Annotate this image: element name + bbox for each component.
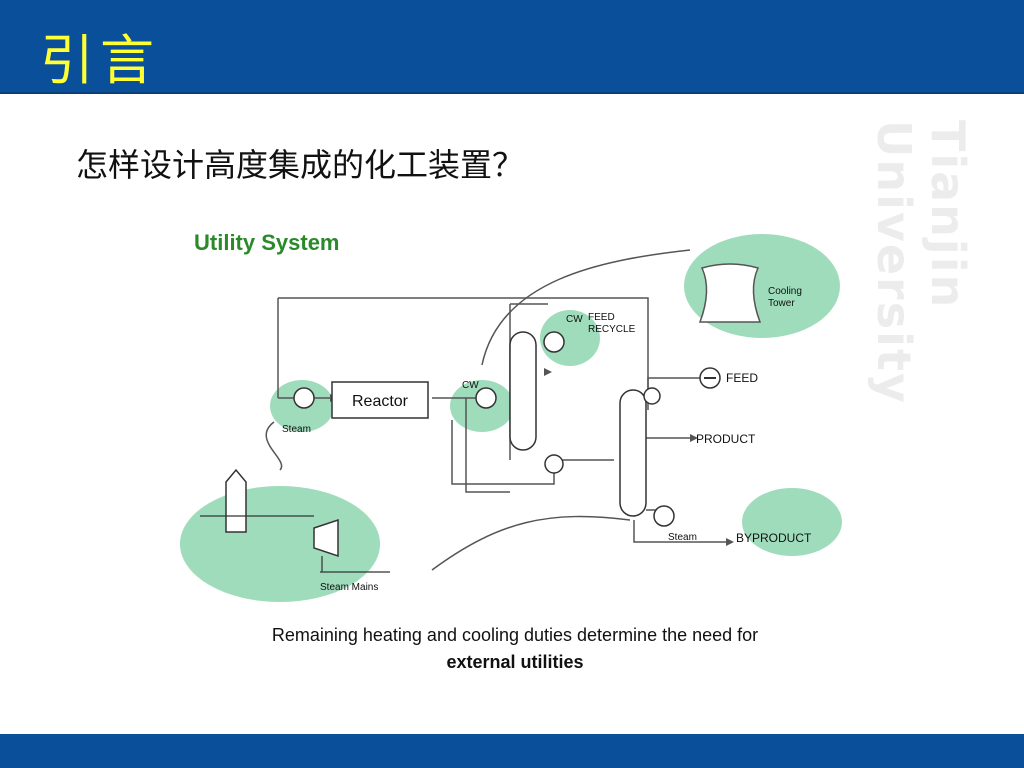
reactor-label: Reactor	[352, 393, 409, 410]
steam-mains-label: Steam Mains	[320, 582, 378, 593]
header-bar: 引言	[0, 0, 1024, 94]
caption-line-1: Remaining heating and cooling duties det…	[271, 625, 759, 645]
byproduct-label: BYPRODUCT	[736, 531, 812, 545]
product-label: PRODUCT	[696, 432, 756, 446]
boiler	[225, 468, 247, 533]
steam-label-right: Steam	[668, 532, 697, 543]
cooling-tower	[698, 263, 762, 323]
cooling-tower-line2: Tower	[768, 298, 795, 309]
reactor-box	[331, 381, 429, 419]
watermark-text: Tianjin University	[867, 120, 975, 405]
steam-turbine	[313, 518, 339, 558]
cw-label-top: CW	[566, 314, 583, 325]
cw-label-column: CW	[462, 380, 479, 391]
diagram-labels: Steam CW CW FEED RECYCLE Cooling Tower F…	[282, 286, 812, 593]
utility-system-diagram: Utility System R	[180, 230, 842, 602]
steam-label-left: Steam	[282, 424, 311, 435]
question-text: 怎样设计高度集成的化工装置？	[76, 146, 525, 184]
feed-recycle-line2: RECYCLE	[588, 324, 636, 335]
distillation-column-2	[619, 389, 647, 517]
heat-exchangers	[293, 331, 675, 527]
feed-recycle-line1: FEED	[588, 312, 615, 323]
distillation-column-1	[509, 331, 537, 451]
footer-bar	[0, 734, 1024, 768]
slide-title: 引言	[40, 29, 160, 92]
feed-label: FEED	[726, 371, 758, 385]
caption-line-2: external utilities	[446, 652, 584, 672]
diagram-caption: Remaining heating and cooling duties det…	[170, 622, 860, 676]
cooling-tower-line1: Cooling	[768, 286, 802, 297]
diagram-title: Utility System	[194, 230, 340, 255]
